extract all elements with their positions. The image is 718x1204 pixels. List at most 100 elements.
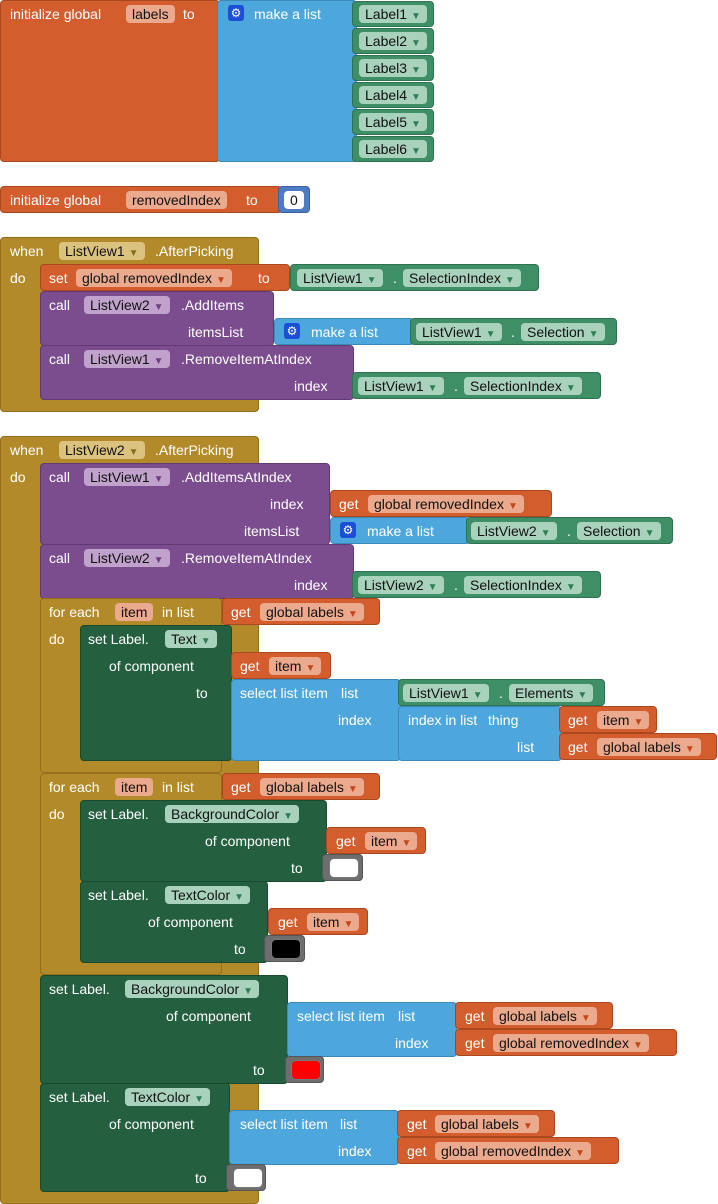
color-black-swatch[interactable] <box>271 939 301 959</box>
list-label: list <box>341 685 359 701</box>
color-red-swatch[interactable] <box>291 1060 321 1080</box>
label2-dropdown[interactable]: Label2▼ <box>359 32 427 50</box>
dropdown-arrow-icon: ▼ <box>565 383 576 394</box>
foreach1-in-list: in list <box>162 604 194 620</box>
prop-textcolor-dropdown-2[interactable]: TextColor▼ <box>125 1088 211 1106</box>
elements-comp-dropdown[interactable]: ListView1▼ <box>403 684 489 702</box>
foreach2-do: do <box>49 806 65 822</box>
list-label: list <box>340 1116 358 1132</box>
set-var-dropdown[interactable]: global removedIndex▼ <box>76 269 232 287</box>
index-in-list-label: index in list <box>408 712 478 728</box>
set-var-text: global removedIndex <box>82 270 212 286</box>
make-list-label-2: make a list <box>311 324 378 340</box>
call1-comp-dropdown[interactable]: ListView2▼ <box>84 296 170 314</box>
dropdown-arrow-icon: ▼ <box>411 146 421 157</box>
idx-comp-dropdown[interactable]: ListView1▼ <box>358 377 444 395</box>
dropdown-arrow-icon: ▼ <box>200 636 211 647</box>
prop-text-dropdown[interactable]: Text▼ <box>165 630 217 648</box>
e2-idx-comp-dropdown[interactable]: ListView2▼ <box>358 576 444 594</box>
e2-call2-comp-dropdown[interactable]: ListView2▼ <box>84 549 170 567</box>
get-labels-dropdown-1[interactable]: global labels▼ <box>260 603 364 621</box>
dot: . <box>567 523 571 539</box>
dropdown-arrow-icon: ▼ <box>411 65 421 76</box>
get-keyword: get <box>465 1008 485 1024</box>
ml-prop-text: Selection <box>527 324 585 340</box>
select-list-item-block-1[interactable] <box>231 679 401 761</box>
elements-prop-text: Elements <box>515 685 574 701</box>
foreach2-in-list: in list <box>162 779 194 795</box>
get-item-dropdown-3[interactable]: item▼ <box>365 832 418 850</box>
e2-call1-param-items: itemsList <box>244 523 300 539</box>
sel-prop-dropdown[interactable]: SelectionIndex▼ <box>403 269 521 287</box>
select-list-item-block-3[interactable] <box>229 1110 399 1165</box>
foreach1-item-field[interactable]: item <box>115 603 154 621</box>
dropdown-arrow-icon: ▼ <box>411 38 421 49</box>
mutator-gear-icon[interactable]: ⚙ <box>228 5 244 21</box>
number-field[interactable]: 0 <box>284 191 304 209</box>
e2-idx-prop-dropdown[interactable]: SelectionIndex▼ <box>464 576 582 594</box>
to-label: to <box>253 1062 265 1078</box>
get-keyword: get <box>407 1143 427 1159</box>
prop-bg-text: BackgroundColor <box>131 981 240 997</box>
event2-event-name: .AfterPicking <box>155 442 234 458</box>
dropdown-arrow-icon: ▼ <box>234 892 245 903</box>
get-labels-dropdown-5[interactable]: global labels▼ <box>435 1115 539 1133</box>
label5-text: Label5 <box>365 114 408 130</box>
removed-var-field[interactable]: removedIndex <box>126 191 227 209</box>
get-item-dropdown-2[interactable]: item▼ <box>597 711 650 729</box>
get-labels-text: global labels <box>499 1008 577 1024</box>
mutator-gear-icon[interactable]: ⚙ <box>340 522 356 538</box>
select-list-item-block-2[interactable] <box>287 1002 457 1057</box>
foreach2-item-field[interactable]: item <box>115 778 154 796</box>
dropdown-arrow-icon: ▼ <box>507 501 518 512</box>
dropdown-arrow-icon: ▼ <box>588 329 599 340</box>
label6-dropdown[interactable]: Label6▼ <box>359 140 427 158</box>
make-list-block[interactable] <box>217 0 357 162</box>
idx-prop-dropdown[interactable]: SelectionIndex▼ <box>464 377 582 395</box>
get-item-dropdown-1[interactable]: item▼ <box>269 657 322 675</box>
select-list-item-label: select list item <box>240 1116 328 1132</box>
event1-component-text: ListView1 <box>65 243 125 259</box>
color-white-swatch-2[interactable] <box>233 1168 263 1188</box>
call2-comp-dropdown[interactable]: ListView1▼ <box>84 350 170 368</box>
prop-bg-dropdown-2[interactable]: BackgroundColor▼ <box>125 980 260 998</box>
dropdown-arrow-icon: ▼ <box>411 11 421 22</box>
get-removed-dropdown[interactable]: global removedIndex▼ <box>368 495 524 513</box>
get-labels-dropdown-3[interactable]: global labels▼ <box>260 778 364 796</box>
get-removed-dropdown-3[interactable]: global removedIndex▼ <box>435 1142 591 1160</box>
get-removed-text: global removedIndex <box>441 1143 571 1159</box>
color-white-swatch[interactable] <box>329 858 359 878</box>
elements-prop-dropdown[interactable]: Elements▼ <box>509 684 594 702</box>
prop-textcolor-dropdown-1[interactable]: TextColor▼ <box>165 886 251 904</box>
list-label: list <box>517 739 535 755</box>
e2-call1-comp-dropdown[interactable]: ListView1▼ <box>84 468 170 486</box>
label1-dropdown[interactable]: Label1▼ <box>359 5 427 23</box>
label3-dropdown[interactable]: Label3▼ <box>359 59 427 77</box>
prop-bg-dropdown-1[interactable]: BackgroundColor▼ <box>165 805 300 823</box>
e2-ml-comp-dropdown[interactable]: ListView2▼ <box>471 522 557 540</box>
label4-dropdown[interactable]: Label4▼ <box>359 86 427 104</box>
dot: . <box>511 324 515 340</box>
get-removed-dropdown-2[interactable]: global removedIndex▼ <box>493 1034 649 1052</box>
ml-comp-dropdown[interactable]: ListView1▼ <box>416 323 502 341</box>
get-item-dropdown-4[interactable]: item▼ <box>307 913 360 931</box>
call-keyword: call <box>49 550 71 566</box>
event2-do: do <box>10 469 26 485</box>
get-labels-dropdown-4[interactable]: global labels▼ <box>493 1007 597 1025</box>
get-labels-dropdown-2[interactable]: global labels▼ <box>597 738 701 756</box>
e2-ml-prop-dropdown[interactable]: Selection▼ <box>577 522 661 540</box>
label5-dropdown[interactable]: Label5▼ <box>359 113 427 131</box>
sel-prop-text: SelectionIndex <box>409 270 501 286</box>
ml-prop-dropdown[interactable]: Selection▼ <box>521 323 605 341</box>
dropdown-arrow-icon: ▼ <box>128 248 139 259</box>
index-label: index <box>338 1143 372 1159</box>
mutator-gear-icon[interactable]: ⚙ <box>284 323 300 339</box>
set-label-keyword: set Label. <box>88 806 149 822</box>
event1-component-dropdown[interactable]: ListView1▼ <box>59 242 145 260</box>
init-labels-block[interactable] <box>0 0 220 162</box>
sel-comp-dropdown[interactable]: ListView1▼ <box>297 269 383 287</box>
labels-var-field[interactable]: labels <box>126 5 175 23</box>
select-list-item-label: select list item <box>297 1008 385 1024</box>
event2-component-dropdown[interactable]: ListView2▼ <box>59 441 145 459</box>
prop-textcolor-text: TextColor <box>131 1089 191 1105</box>
